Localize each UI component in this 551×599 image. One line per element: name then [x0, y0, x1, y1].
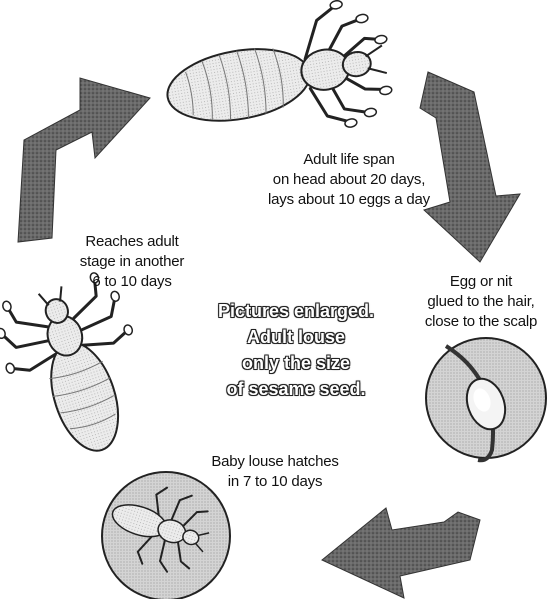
- stage-label-line: Baby louse hatches: [190, 452, 360, 472]
- stage-label-line: 6 to 10 days: [62, 272, 202, 292]
- center-note-line: Pictures enlarged.: [196, 298, 396, 324]
- stage-label-line: lays about 10 eggs a day: [244, 190, 454, 210]
- stage-label-line: glued to the hair,: [406, 292, 551, 312]
- stage-label-line: close to the scalp: [406, 312, 551, 332]
- adult-louse-icon: [156, 0, 401, 158]
- cycle-arrow-icon: [322, 508, 480, 598]
- center-note-line: only the size: [196, 350, 396, 376]
- stage-label-line: Egg or nit: [406, 272, 551, 292]
- stage-label-line: in 7 to 10 days: [190, 472, 360, 492]
- stage-label-line: Adult life span: [244, 150, 454, 170]
- cycle-arrow-icon: [18, 78, 150, 242]
- center-note-line: Adult louse: [196, 324, 396, 350]
- stage-label-egg: Egg or nit glued to the hair, close to t…: [406, 272, 551, 332]
- center-note: Pictures enlarged. Adult louse only the …: [196, 298, 396, 402]
- stage-label-line: on head about 20 days,: [244, 170, 454, 190]
- egg-nit-icon: [426, 338, 546, 460]
- stage-label-line: Reaches adult: [62, 232, 202, 252]
- adult-louse-icon: [0, 267, 165, 470]
- stage-label-line: stage in another: [62, 252, 202, 272]
- stage-label-baby: Baby louse hatches in 7 to 10 days: [190, 452, 360, 492]
- center-note-line: of sesame seed.: [196, 376, 396, 402]
- stage-label-adult: Adult life span on head about 20 days, l…: [244, 150, 454, 210]
- stage-label-reaches-adult: Reaches adult stage in another 6 to 10 d…: [62, 232, 202, 292]
